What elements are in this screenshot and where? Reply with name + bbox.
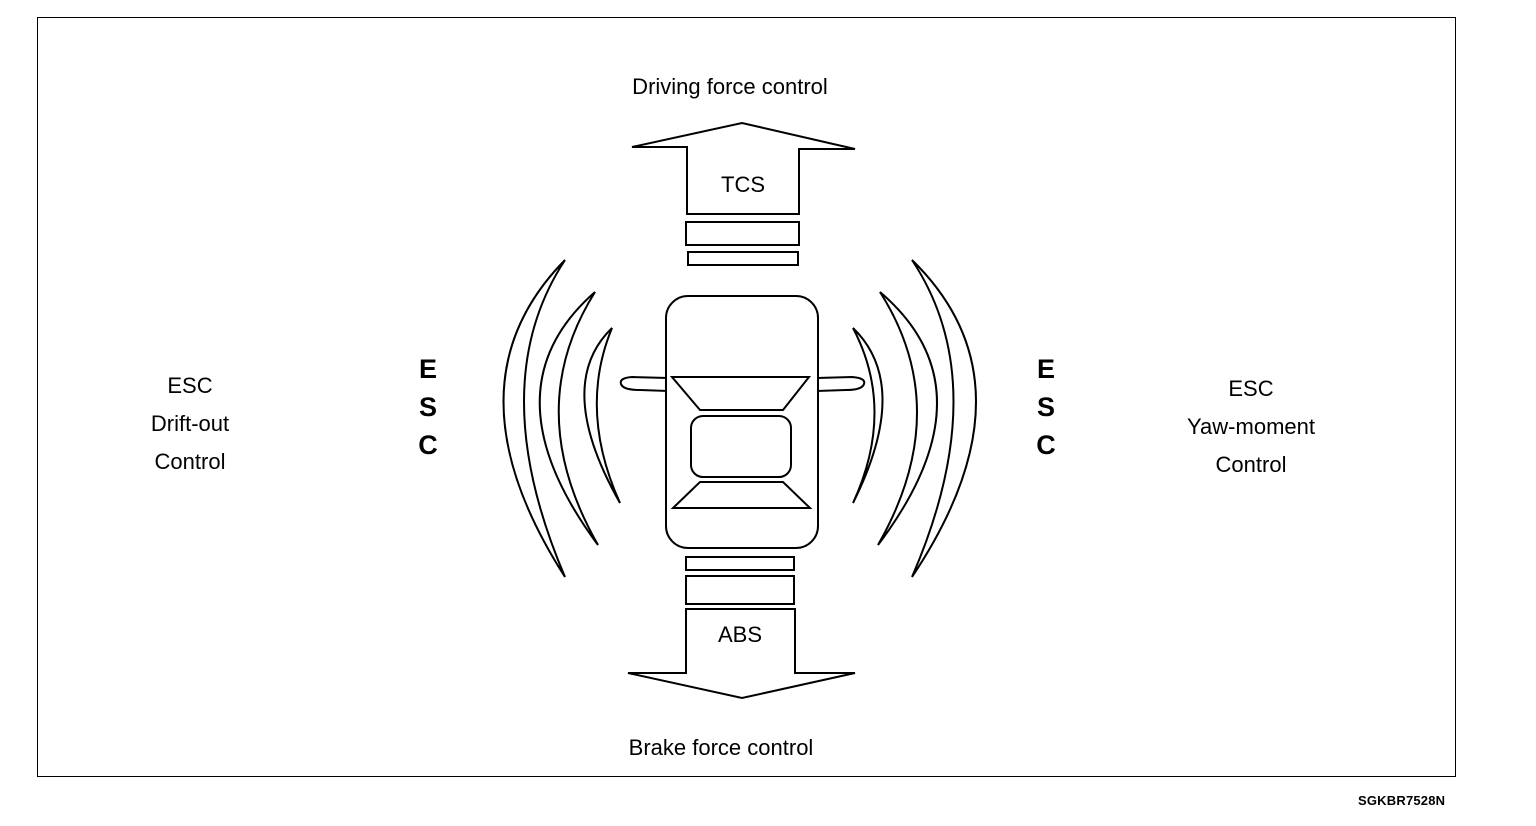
right-wave-inner	[852, 327, 884, 504]
car-rear-window	[670, 481, 813, 509]
left-esc-letter-s: S	[418, 392, 437, 422]
brake-force-bar-1	[685, 556, 795, 571]
driving-force-control-label: Driving force control	[632, 74, 828, 99]
car-windshield	[669, 376, 812, 411]
left-block-line-1: ESC	[167, 373, 213, 398]
left-esc-letter-e: E	[418, 354, 437, 384]
diagram-frame	[37, 17, 1456, 777]
left-block-line-2: Drift-out	[150, 411, 230, 436]
right-wave-middle	[877, 291, 938, 546]
right-esc-letter-c: C	[1036, 430, 1056, 460]
driving-force-bar-1	[685, 221, 800, 246]
left-mirror	[619, 375, 669, 393]
tcs-label: TCS	[721, 172, 765, 197]
figure-id: SGKBR7528N	[1358, 793, 1446, 808]
left-wave-inner	[583, 327, 621, 504]
esc-drift-out-control-label: ESC Drift-out Control	[151, 367, 229, 481]
right-block-line-3: Control	[1215, 452, 1287, 477]
left-wave-outer	[502, 259, 566, 578]
right-esc-letter-s: S	[1036, 392, 1055, 422]
left-esc-vertical: E S C	[413, 350, 443, 464]
car-roof	[690, 415, 792, 478]
right-block-line-2: Yaw-moment	[1187, 414, 1315, 439]
right-esc-vertical: E S C	[1031, 350, 1061, 464]
brake-force-bar-2	[685, 575, 795, 605]
left-esc-letter-c: C	[418, 430, 438, 460]
right-esc-letter-e: E	[1036, 354, 1055, 384]
esc-yaw-moment-control-label: ESC Yaw-moment Control	[1187, 370, 1315, 484]
driving-force-bar-2	[687, 251, 799, 266]
right-wave-outer	[911, 259, 977, 578]
brake-force-arrow	[627, 608, 856, 700]
abs-label: ABS	[717, 622, 763, 647]
left-wave-middle	[538, 291, 599, 546]
right-mirror	[816, 375, 866, 393]
left-block-line-3: Control	[154, 449, 226, 474]
brake-force-control-label: Brake force control	[628, 735, 814, 760]
driving-force-arrow	[631, 121, 856, 215]
right-block-line-1: ESC	[1228, 376, 1274, 401]
